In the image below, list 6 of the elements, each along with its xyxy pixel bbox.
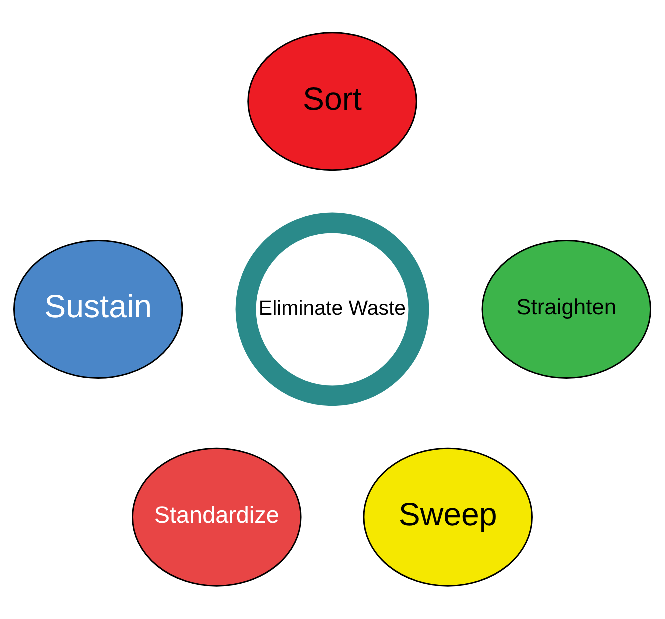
node-ellipse: Standardize	[132, 448, 302, 587]
node-ellipse: Sweep	[363, 448, 533, 587]
node-ellipse: Straighten	[482, 240, 652, 380]
node-circle: Eliminate Waste	[236, 212, 430, 406]
node-ellipse: Sustain	[13, 240, 184, 380]
node-ellipse: Sort	[248, 32, 418, 172]
